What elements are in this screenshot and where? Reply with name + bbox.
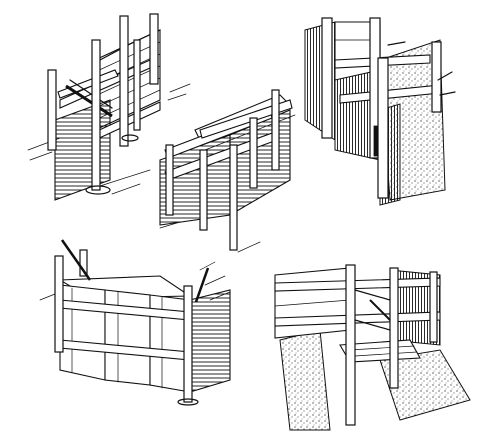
soldier-posts xyxy=(54,249,193,403)
soldier-posts xyxy=(345,264,438,426)
sheeting-panels-front xyxy=(59,284,191,393)
soldier-posts xyxy=(47,13,159,191)
soldier-posts xyxy=(321,17,442,199)
post-footing xyxy=(85,134,139,195)
panel-sheeting-c xyxy=(304,17,456,206)
panel-sheeting-e xyxy=(274,264,471,431)
ground-surface xyxy=(27,83,191,195)
post-footing xyxy=(177,398,199,406)
panel-sheeting-d xyxy=(39,239,231,406)
sheeting-wall-side xyxy=(189,289,231,393)
struts xyxy=(354,289,391,331)
sheeting-wall-front xyxy=(54,99,111,201)
strut-jack xyxy=(373,41,456,157)
raking-struts xyxy=(60,239,210,303)
trench-earth xyxy=(279,329,471,431)
staging-platform xyxy=(339,339,421,363)
panel-sheeting-a xyxy=(27,13,191,201)
ground-surface xyxy=(39,261,231,301)
walers xyxy=(274,277,441,327)
panel-sheeting-b xyxy=(159,89,296,253)
sheeting-wall-back xyxy=(274,267,351,339)
soldier-posts xyxy=(165,89,280,251)
ground-surface xyxy=(159,221,261,253)
